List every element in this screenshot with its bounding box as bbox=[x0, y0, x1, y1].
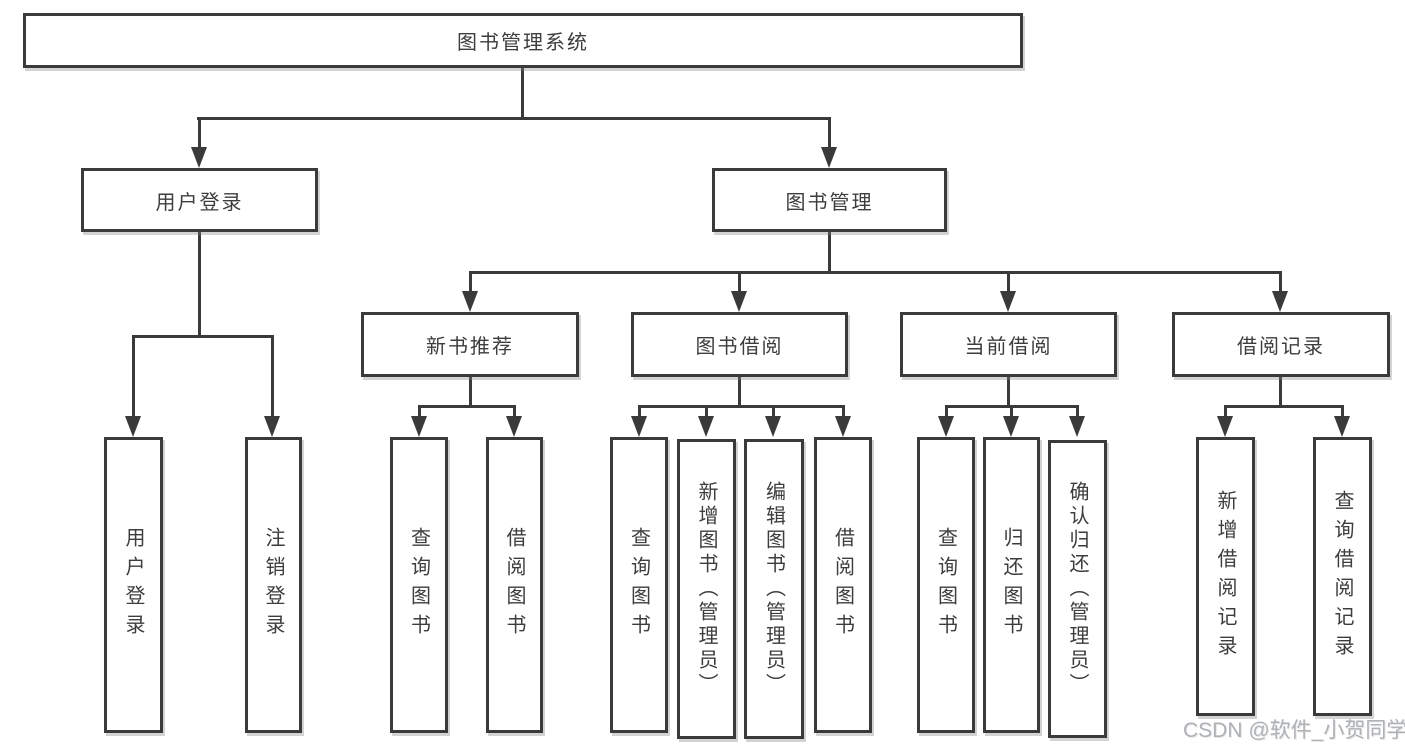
node-label: 图书管理系统 bbox=[457, 32, 589, 54]
arrowhead-down-icon bbox=[1069, 416, 1085, 437]
arrowhead-down-icon bbox=[1217, 416, 1233, 437]
connector-drop bbox=[828, 117, 831, 150]
node-book-management: 图书管理 bbox=[712, 168, 947, 232]
connector-drop bbox=[469, 271, 472, 294]
connector-records-stem bbox=[1279, 376, 1282, 408]
leaf-borrow-books-recommend: 借阅图书 bbox=[486, 437, 543, 733]
leaf-label: 确认归还（管理员） bbox=[1066, 481, 1088, 697]
connector-recommend-stem bbox=[469, 376, 472, 408]
leaf-query-books-recommend: 查询图书 bbox=[390, 437, 448, 733]
connector-drop bbox=[705, 405, 708, 418]
connector-drop bbox=[1076, 405, 1079, 418]
leaf-borrow-books: 借阅图书 bbox=[814, 437, 872, 733]
connector-drop bbox=[1007, 271, 1010, 294]
watermark-text: CSDN @软件_小贺同学 bbox=[1183, 719, 1405, 742]
connector-recommend-bar bbox=[418, 405, 516, 408]
connector-drop bbox=[1279, 271, 1282, 294]
connector-drop bbox=[738, 271, 741, 294]
node-label: 用户登录 bbox=[155, 191, 244, 214]
leaf-label: 用户登录 bbox=[122, 527, 144, 643]
connector-records-bar bbox=[1224, 405, 1344, 408]
leaf-label: 注销登录 bbox=[262, 527, 284, 643]
connector-mgmt-bar bbox=[469, 271, 1282, 274]
connector-mgmt-stem bbox=[828, 232, 831, 274]
leaf-return-books: 归还图书 bbox=[983, 437, 1040, 733]
arrowhead-down-icon bbox=[731, 291, 747, 312]
connector-drop bbox=[132, 335, 135, 418]
connector-login-bar bbox=[133, 335, 274, 338]
arrowhead-down-icon bbox=[411, 416, 427, 437]
connector-drop bbox=[1341, 405, 1344, 418]
node-label: 图书借阅 bbox=[695, 336, 784, 358]
node-library-system: 图书管理系统 bbox=[23, 13, 1023, 68]
leaf-label: 归还图书 bbox=[1000, 527, 1022, 643]
connector-drop bbox=[513, 405, 516, 418]
node-book-borrowing: 图书借阅 bbox=[631, 312, 848, 377]
arrowhead-down-icon bbox=[821, 147, 837, 168]
arrowhead-down-icon bbox=[938, 416, 954, 437]
connector-borrow-stem bbox=[738, 376, 741, 408]
connector-current-stem bbox=[1007, 376, 1010, 408]
leaf-label: 借阅图书 bbox=[831, 527, 854, 643]
leaf-confirm-return-admin: 确认归还（管理员） bbox=[1048, 440, 1107, 738]
arrowhead-down-icon bbox=[835, 416, 851, 437]
leaf-edit-books-admin: 编辑图书（管理员） bbox=[744, 439, 804, 739]
connector-drop bbox=[418, 405, 421, 418]
node-label: 新书推荐 bbox=[426, 336, 514, 358]
leaf-label: 借阅图书 bbox=[503, 527, 525, 643]
arrowhead-down-icon bbox=[1272, 291, 1288, 312]
arrowhead-down-icon bbox=[631, 416, 647, 437]
connector-drop bbox=[1010, 405, 1013, 418]
node-label: 图书管理 bbox=[785, 191, 874, 214]
connector-login-stem bbox=[198, 232, 201, 338]
arrowhead-down-icon bbox=[1000, 291, 1016, 312]
leaf-query-borrow-record: 查询借阅记录 bbox=[1313, 437, 1372, 716]
node-new-book-recommend: 新书推荐 bbox=[361, 312, 579, 377]
leaf-label: 编辑图书（管理员） bbox=[762, 481, 785, 697]
leaf-user-login: 用户登录 bbox=[104, 437, 163, 733]
connector-drop bbox=[198, 117, 201, 150]
connector-drop bbox=[772, 405, 775, 418]
arrowhead-down-icon bbox=[698, 416, 714, 437]
leaf-label: 查询图书 bbox=[407, 527, 430, 643]
leaf-query-books-borrow: 查询图书 bbox=[610, 437, 668, 733]
connector-borrow-bar bbox=[638, 405, 845, 408]
leaf-label: 查询图书 bbox=[627, 527, 650, 643]
leaf-label: 新增借阅记录 bbox=[1214, 489, 1236, 664]
leaf-label: 新增图书（管理员） bbox=[695, 481, 717, 697]
arrowhead-down-icon bbox=[1334, 416, 1350, 437]
connector-drop bbox=[945, 405, 948, 418]
connector-drop bbox=[842, 405, 845, 418]
leaf-add-books-admin: 新增图书（管理员） bbox=[677, 439, 736, 739]
arrowhead-down-icon bbox=[462, 291, 478, 312]
leaf-query-books-current: 查询图书 bbox=[917, 437, 975, 733]
leaf-label: 查询借阅记录 bbox=[1331, 489, 1353, 664]
leaf-add-borrow-record: 新增借阅记录 bbox=[1196, 437, 1255, 716]
node-label: 借阅记录 bbox=[1237, 336, 1325, 358]
arrowhead-down-icon bbox=[264, 416, 280, 437]
node-label: 当前借阅 bbox=[964, 336, 1053, 358]
connector-drop bbox=[271, 335, 274, 418]
node-borrowing-records: 借阅记录 bbox=[1172, 312, 1390, 377]
connector-root-stem bbox=[521, 68, 524, 119]
connector-drop bbox=[638, 405, 641, 418]
connector-root-bar bbox=[197, 117, 831, 120]
leaf-label: 查询图书 bbox=[934, 527, 957, 643]
arrowhead-down-icon bbox=[765, 416, 781, 437]
arrowhead-down-icon bbox=[506, 416, 522, 437]
node-current-borrowing: 当前借阅 bbox=[900, 312, 1117, 377]
connector-drop bbox=[1224, 405, 1227, 418]
arrowhead-down-icon bbox=[1003, 416, 1019, 437]
arrowhead-down-icon bbox=[125, 416, 141, 437]
leaf-logout: 注销登录 bbox=[245, 437, 302, 733]
node-user-login: 用户登录 bbox=[81, 168, 318, 232]
arrowhead-down-icon bbox=[191, 147, 207, 168]
